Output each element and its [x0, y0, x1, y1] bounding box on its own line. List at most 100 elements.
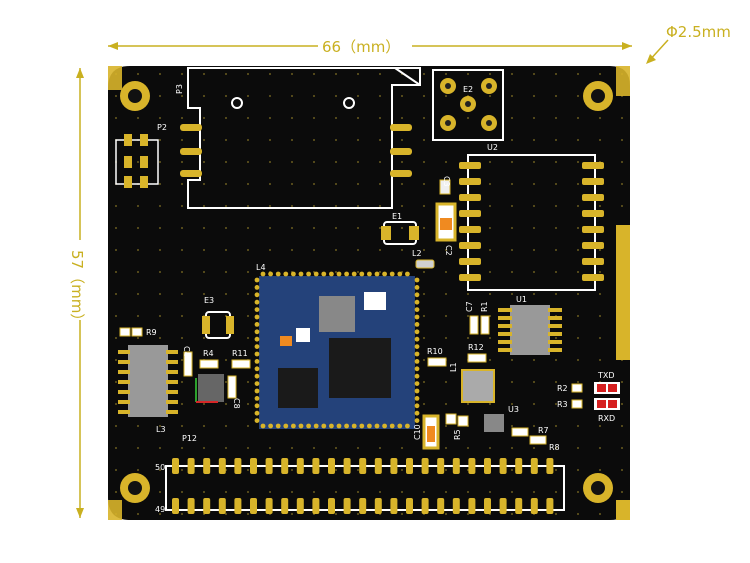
- header-pin: [546, 498, 554, 514]
- header-pin: [484, 458, 491, 474]
- header-pin: [452, 458, 460, 474]
- header-pin: [499, 458, 507, 474]
- module-pad: [254, 366, 260, 372]
- txd-label: TXD: [597, 371, 615, 380]
- module-pad: [351, 271, 357, 277]
- header-pin: [359, 498, 367, 514]
- header-pin: [234, 458, 242, 474]
- p2-connector: P2: [115, 123, 167, 188]
- module-pad: [414, 322, 420, 327]
- e2-component: E2: [432, 69, 504, 141]
- p3-label: P3: [175, 84, 184, 94]
- header-pin: [265, 458, 273, 474]
- header-pin: [359, 458, 367, 474]
- module-pad: [275, 271, 281, 277]
- header-pin: [406, 498, 413, 514]
- header-pin: [250, 458, 257, 474]
- header-pin: [281, 458, 289, 474]
- l4-label: L4: [256, 263, 266, 272]
- module-pad: [254, 410, 260, 416]
- header-pin: [172, 498, 179, 514]
- module-pad: [254, 396, 260, 401]
- module-pad: [414, 388, 420, 394]
- module-pad: [283, 271, 289, 277]
- r12-label: R12: [468, 343, 484, 352]
- module-pad: [313, 423, 319, 429]
- module-pad: [254, 292, 260, 298]
- header-pin: [484, 498, 491, 514]
- module-pad: [397, 423, 403, 429]
- header-pin: [499, 498, 507, 514]
- l2-label: L2: [412, 249, 422, 258]
- module-pad: [254, 373, 260, 379]
- module-pad: [414, 336, 420, 342]
- header-pin: [281, 498, 289, 514]
- height-label: 57（mm）: [68, 250, 86, 328]
- module-pad: [414, 307, 420, 312]
- module-pad: [254, 351, 260, 357]
- p12-label: P12: [182, 434, 197, 443]
- c4-label: C4: [182, 346, 191, 357]
- module-pad: [260, 423, 266, 429]
- header-pin: [421, 498, 429, 514]
- module-pad: [389, 271, 395, 277]
- module-pad: [298, 423, 304, 429]
- module-pad: [414, 277, 420, 283]
- module-pad: [254, 314, 260, 320]
- module-pad: [254, 336, 260, 342]
- module-pad: [397, 271, 403, 277]
- module-pad: [321, 271, 327, 277]
- module-pad: [254, 285, 260, 290]
- module-pad: [414, 381, 420, 386]
- module-pad: [254, 322, 260, 327]
- module-pad: [298, 271, 304, 277]
- header-pin: [374, 498, 382, 514]
- header-pin: [187, 458, 195, 474]
- r3-label: R3: [557, 400, 568, 409]
- module-pad: [374, 271, 380, 277]
- header-pin: [343, 458, 351, 474]
- u1-label: U1: [516, 295, 527, 304]
- r10-label: R10: [427, 347, 443, 356]
- module-pad: [414, 329, 420, 335]
- header-pin: [312, 498, 320, 514]
- module-pad: [414, 351, 420, 357]
- module-pad: [405, 423, 410, 429]
- header-pin: [374, 458, 382, 474]
- header-pin: [250, 498, 257, 514]
- header-pin: [265, 498, 273, 514]
- module-pad: [414, 396, 420, 401]
- module-pad: [268, 271, 273, 277]
- header-pin: [515, 498, 523, 514]
- header-pin: [312, 458, 320, 474]
- module-pad: [414, 359, 420, 364]
- module-pad: [254, 307, 260, 312]
- r4-label: R4: [203, 349, 214, 358]
- header-pin: [234, 498, 242, 514]
- c7-label: C7: [465, 301, 474, 312]
- u2-module: U2: [459, 143, 604, 291]
- e3-component: E3: [202, 296, 234, 339]
- hole-dimension: Φ2.5mm: [646, 23, 731, 64]
- module-pad: [306, 423, 311, 429]
- module-pad: [254, 277, 260, 283]
- module-pad: [405, 271, 410, 277]
- module-pad: [414, 410, 420, 416]
- module-pad: [306, 271, 311, 277]
- header-pin: [530, 458, 538, 474]
- header-pin: [437, 458, 445, 474]
- lower-passives: C10 R5 U3 R7 R8: [413, 405, 560, 452]
- mounting-holes: [120, 81, 613, 503]
- header-pin: [437, 498, 445, 514]
- module-pad: [382, 423, 387, 429]
- r8-label: R8: [549, 443, 560, 452]
- module-pad: [329, 271, 334, 277]
- e1-component: E1: [381, 212, 419, 245]
- r7-label: R7: [538, 426, 549, 435]
- header-pin: [406, 458, 413, 474]
- header-pin: [530, 498, 538, 514]
- module-pad: [414, 418, 420, 423]
- header-pin: [468, 458, 476, 474]
- module-pad: [254, 344, 260, 349]
